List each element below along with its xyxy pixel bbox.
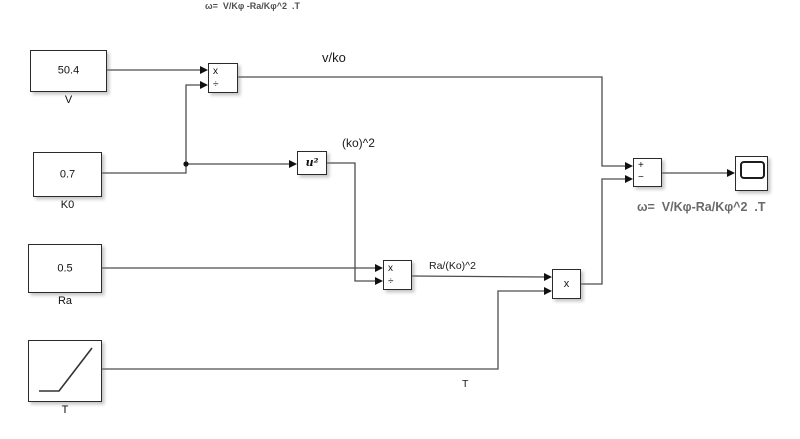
wire-product-to-sum[interactable]: [581, 178, 626, 285]
wire-ramp-to-product[interactable]: [102, 290, 545, 370]
minus-symbol: −: [638, 172, 644, 183]
annotation-equation-result[interactable]: ω= V/Kφ-Ra/Kφ^2 .T: [637, 200, 766, 214]
annotation-equation-top[interactable]: ω= V/Kφ -Ra/Kφ^2 .T: [205, 1, 301, 11]
block-label-ra[interactable]: Ra: [57, 295, 73, 307]
annotation-ko-squared[interactable]: (ko)^2: [342, 136, 375, 150]
product-block[interactable]: x: [552, 269, 581, 299]
arrowhead: [625, 175, 633, 183]
multiply-symbol: x: [213, 66, 218, 77]
annotation-t[interactable]: T: [462, 378, 469, 390]
ramp-block-t[interactable]: [28, 340, 102, 402]
divide-symbol: ÷: [213, 79, 219, 90]
arrowhead: [289, 160, 297, 168]
scope-block[interactable]: [735, 156, 768, 191]
wire-k0-to-divide1[interactable]: [102, 84, 200, 174]
plus-symbol: +: [638, 160, 644, 171]
ramp-icon: [39, 347, 93, 392]
constant-value: 0.7: [59, 168, 76, 181]
block-label-t[interactable]: T: [61, 404, 69, 416]
wire-divide1-to-sum[interactable]: [238, 76, 626, 167]
constant-block-v[interactable]: 50.4: [30, 50, 107, 92]
math-square-block[interactable]: u²: [297, 151, 327, 175]
wire-square-to-divide2[interactable]: [327, 162, 376, 282]
arrowhead: [544, 287, 552, 295]
constant-value: 0.5: [57, 262, 73, 275]
branch-junction-dot: [183, 161, 189, 167]
arrowhead: [375, 277, 383, 285]
arrowhead: [200, 66, 208, 74]
annotation-v-over-ko[interactable]: v/ko: [322, 50, 346, 65]
sum-block[interactable]: + −: [633, 158, 662, 187]
multiply-symbol: x: [563, 278, 570, 290]
multiply-symbol: x: [388, 263, 393, 274]
u-squared-text: u²: [305, 156, 319, 170]
arrowhead: [727, 169, 735, 177]
wire-divide2-to-product[interactable]: [411, 275, 546, 278]
block-label-v[interactable]: V: [64, 94, 73, 106]
block-label-k0[interactable]: K0: [60, 199, 75, 211]
arrowhead: [544, 273, 552, 281]
arrowhead: [375, 264, 383, 272]
divide-block-1[interactable]: x ÷: [208, 63, 238, 93]
constant-value: 50.4: [57, 64, 80, 77]
scope-screen-icon: [740, 161, 765, 179]
arrowhead: [625, 162, 633, 170]
annotation-ra-over-ko-squared[interactable]: Ra/(Ko)^2: [429, 260, 476, 272]
divide-symbol: ÷: [388, 276, 394, 287]
constant-block-ra[interactable]: 0.5: [28, 244, 102, 293]
arrowhead: [200, 81, 208, 89]
constant-block-k0[interactable]: 0.7: [33, 152, 102, 197]
divide-block-2[interactable]: x ÷: [383, 260, 412, 290]
